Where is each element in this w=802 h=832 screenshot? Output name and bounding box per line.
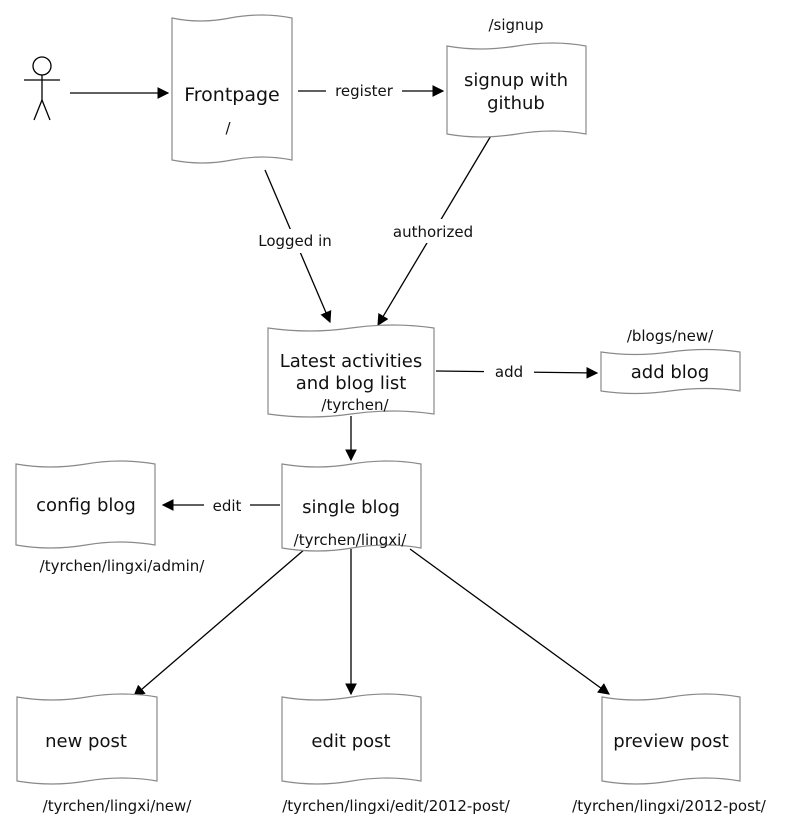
actor-icon	[24, 56, 60, 121]
node-signup: signup with github	[446, 42, 587, 138]
node-add-blog-url: /blogs/new/	[627, 327, 714, 345]
node-edit-post-title: edit post	[311, 731, 390, 752]
node-signup-title-line2: github	[487, 93, 545, 114]
node-single-blog: single blog /tyrchen/lingxi/	[281, 460, 422, 552]
node-preview-post-url: /tyrchen/lingxi/2012-post/	[572, 797, 767, 815]
node-new-post-title: new post	[45, 731, 127, 752]
node-config-blog: config blog	[15, 460, 156, 549]
edge-register: register	[298, 78, 445, 102]
node-activities-url: /tyrchen/	[321, 396, 389, 414]
edge-authorized: authorized	[377, 133, 493, 327]
node-edit-post: edit post	[281, 693, 422, 785]
edge-label-add: add	[495, 363, 523, 381]
node-activities-title-line2: and blog list	[296, 373, 407, 394]
node-add-blog: add blog	[600, 348, 741, 395]
node-frontpage-title: Frontpage	[184, 84, 280, 106]
edge-label-authorized: authorized	[393, 223, 473, 241]
node-activities-title-line1: Latest activities	[280, 351, 423, 372]
node-frontpage-url: /	[225, 119, 231, 137]
edge-label-edit: edit	[213, 497, 242, 515]
edge-add: add	[435, 359, 599, 383]
edge-edit: edit	[161, 493, 280, 517]
node-config-blog-title: config blog	[36, 495, 136, 516]
edge-label-logged-in: Logged in	[258, 232, 332, 250]
node-new-post: new post	[16, 693, 158, 785]
edge-label-register: register	[335, 82, 394, 100]
edge-single-blog-new-post	[133, 548, 306, 697]
node-preview-post: preview post	[601, 693, 741, 785]
node-edit-post-url: /tyrchen/lingxi/edit/2012-post/	[282, 797, 510, 815]
node-preview-post-title: preview post	[613, 731, 729, 752]
edge-single-blog-preview-post	[409, 548, 610, 695]
node-new-post-url: /tyrchen/lingxi/new/	[43, 797, 193, 815]
node-activities: Latest activities and blog list /tyrchen…	[267, 324, 435, 418]
edge-logged-in: Logged in	[248, 169, 344, 324]
node-single-blog-title: single blog	[302, 497, 400, 518]
node-signup-title-line1: signup with	[464, 70, 568, 91]
node-frontpage: Frontpage /	[171, 14, 293, 164]
node-signup-url: /signup	[488, 16, 543, 34]
node-config-blog-url: /tyrchen/lingxi/admin/	[40, 557, 206, 575]
node-single-blog-url: /tyrchen/lingxi/	[294, 531, 408, 549]
node-add-blog-title: add blog	[631, 362, 709, 383]
